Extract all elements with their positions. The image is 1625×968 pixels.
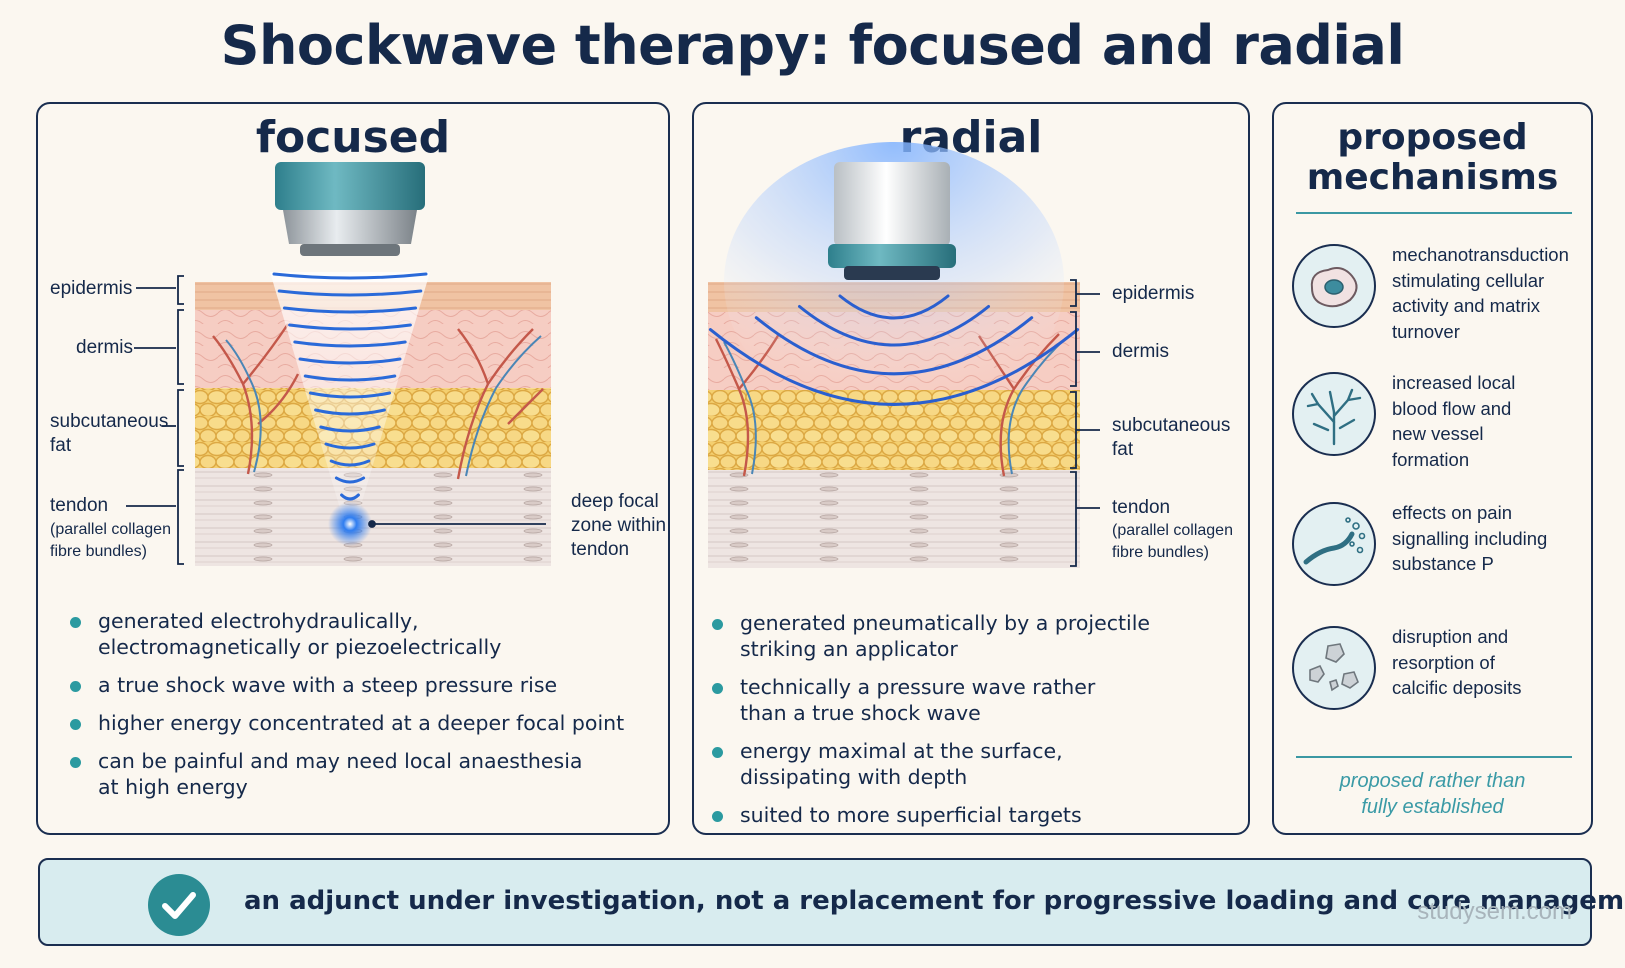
focused-bullet: a true shock wave with a steep pressure … xyxy=(66,672,656,698)
focused-label-fat-2: fat xyxy=(50,435,72,456)
page-title: Shockwave therapy: focused and radial xyxy=(220,14,1405,77)
radial-wavefront xyxy=(798,305,990,347)
radial-label-fat-1: subcutaneous xyxy=(1112,415,1231,436)
radial-wavefront xyxy=(838,294,950,320)
radial-label-epidermis: epidermis xyxy=(1112,283,1195,304)
mechanisms-heading-1: proposed xyxy=(1337,117,1528,158)
focused-label-epidermis: epidermis xyxy=(50,278,133,299)
mechanisms-divider-bottom xyxy=(1296,756,1572,758)
focused-wavefront xyxy=(334,476,366,484)
focused-wavefront xyxy=(303,374,397,382)
mechanisms-note-1: proposed rather than xyxy=(1339,770,1526,792)
watermark: studysem.com xyxy=(1417,898,1572,925)
radial-diagram xyxy=(708,142,1100,568)
radial-label-tendon-note-2: fibre bundles) xyxy=(1112,544,1209,561)
radial-tendon-layer xyxy=(708,470,1080,568)
summary-text: an adjunct under investigation, not a re… xyxy=(244,886,1625,916)
focused-wavefront xyxy=(308,391,392,399)
mechanisms-note-2: fully established xyxy=(1361,796,1504,818)
radial-wavefront xyxy=(708,328,1080,406)
focused-panel: focused xyxy=(36,102,670,835)
radial-panel: radial xyxy=(692,102,1250,835)
radial-label-fat-2: fat xyxy=(1112,439,1134,460)
blood-vessels xyxy=(212,323,544,480)
focused-wavefronts xyxy=(272,272,428,501)
tendon-layer xyxy=(195,468,551,566)
summary-banner: an adjunct under investigation, not a re… xyxy=(38,858,1625,946)
mechanisms-divider-top xyxy=(1296,212,1572,214)
radial-applicator xyxy=(834,162,950,246)
focused-bullets: generated electrohydraulically,electroma… xyxy=(66,608,656,812)
focused-bullet: generated electrohydraulically,electroma… xyxy=(66,608,656,660)
focused-label-tendon: tendon xyxy=(50,495,109,516)
cell-icon xyxy=(1292,244,1376,328)
focused-wavefront xyxy=(293,340,407,348)
radial-wavefront xyxy=(754,316,1034,376)
focused-wavefront xyxy=(329,459,371,467)
check-icon xyxy=(148,874,210,936)
focused-wavefront xyxy=(282,306,418,314)
focused-wavefront xyxy=(319,425,381,433)
radial-wavefronts xyxy=(708,294,1080,406)
radial-label-dermis: dermis xyxy=(1112,341,1170,362)
nerve-icon xyxy=(1292,502,1376,586)
focal-point xyxy=(328,502,372,546)
radial-label-tendon: tendon xyxy=(1112,497,1171,518)
radial-label-tendon-note-1: (parallel collagen xyxy=(1112,522,1233,539)
focused-wavefront xyxy=(272,272,428,280)
focused-wavefront xyxy=(288,323,412,331)
vessel-icon xyxy=(1292,372,1376,456)
focused-wavefront xyxy=(340,493,360,501)
focused-label-tendon-note-2: fibre bundles) xyxy=(50,543,147,560)
focused-label-tendon-note-1: (parallel collagen xyxy=(50,521,171,538)
focused-label-dermis: dermis xyxy=(76,337,134,358)
focused-heading: focused xyxy=(255,112,451,163)
focused-wavefront xyxy=(277,289,423,297)
radial-bullet: suited to more superficial targets xyxy=(708,802,1238,828)
focal-zone-label-1: deep focal xyxy=(571,491,659,512)
focal-zone-label-3: tendon xyxy=(571,539,630,560)
calcific-deposit-icon xyxy=(1292,626,1376,710)
focused-label-fat-1: subcutaneous xyxy=(50,411,169,432)
focused-bullet: higher energy concentrated at a deeper f… xyxy=(66,710,656,736)
focused-wavefront xyxy=(314,408,386,416)
radial-bullet: energy maximal at the surface,dissipatin… xyxy=(708,738,1238,790)
focal-zone-label-2: zone within xyxy=(571,515,667,536)
focused-bullet: can be painful and may need local anaest… xyxy=(66,748,656,800)
focused-applicator xyxy=(275,162,425,210)
focused-wavefront xyxy=(298,357,402,365)
focused-diagram xyxy=(126,162,551,566)
focused-wavefront xyxy=(324,442,376,450)
mechanisms-heading-2: mechanisms xyxy=(1306,157,1559,198)
